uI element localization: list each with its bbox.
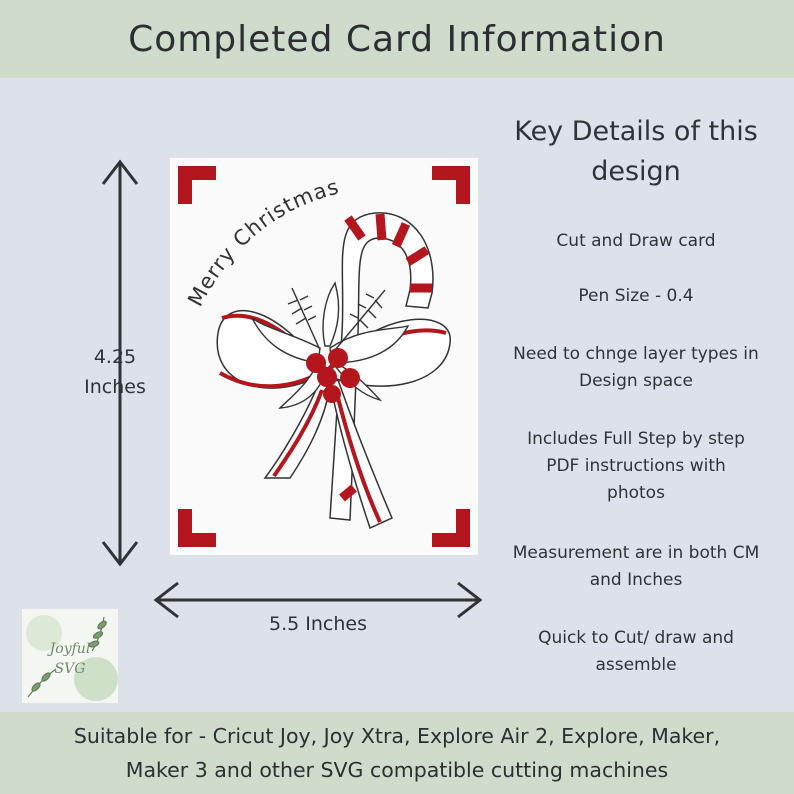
header-band: Completed Card Information	[0, 0, 794, 78]
holly-berries-icon	[306, 348, 360, 403]
detail-line: assemble	[595, 655, 677, 675]
detail-item: Cut and Draw card	[478, 228, 794, 255]
footer-line2: Maker 3 and other SVG compatible cutting…	[125, 758, 669, 782]
page-title: Completed Card Information	[128, 18, 666, 60]
width-arrow-icon	[153, 581, 483, 619]
detail-line: Design space	[579, 371, 693, 391]
ribbon-tail-right	[329, 379, 393, 530]
logo-text-line2: SVG	[54, 661, 86, 677]
details-heading-line2: design	[591, 156, 681, 187]
detail-line: photos	[607, 483, 665, 503]
detail-item: Need to chnge layer types in Design spac…	[478, 341, 794, 395]
ribbon-tail-left	[263, 378, 331, 479]
candy-cane-icon	[329, 212, 434, 521]
detail-line: Cut and Draw card	[556, 231, 716, 251]
detail-line: Quick to Cut/ draw and	[538, 628, 734, 648]
corner-bottom-right	[432, 509, 470, 547]
detail-item: Measurement are in both CM and Inches	[478, 540, 794, 594]
height-unit: Inches	[84, 376, 146, 398]
corner-bottom-left	[178, 509, 216, 547]
detail-line: and Inches	[589, 570, 683, 590]
detail-line: Includes Full Step by step	[527, 429, 745, 449]
brand-logo: Joyful SVG	[22, 609, 118, 703]
height-label: 4.25 Inches	[60, 342, 170, 402]
bow-right-loop	[327, 318, 451, 387]
corner-top-right	[432, 166, 470, 204]
corner-top-left	[178, 166, 216, 204]
footer-band: Suitable for - Cricut Joy, Joy Xtra, Exp…	[0, 712, 794, 794]
card-greeting-path: Merry Christmas	[183, 174, 341, 310]
details-heading: Key Details of this design	[478, 112, 794, 192]
height-value: 4.25	[93, 346, 137, 368]
details-heading-line1: Key Details of this	[514, 116, 758, 147]
card-illustration: Merry Christmas	[178, 166, 470, 547]
leaf-icon	[26, 615, 118, 701]
pine-sprig-icon	[287, 287, 386, 351]
detail-item: Pen Size - 0.4	[478, 283, 794, 310]
detail-line: Pen Size - 0.4	[578, 286, 694, 306]
logo-text-line1: Joyful	[49, 641, 91, 657]
card-greeting: Merry Christmas	[183, 174, 342, 310]
detail-line: PDF instructions with	[546, 456, 726, 476]
width-label: 5.5 Inches	[269, 613, 367, 635]
detail-item: Quick to Cut/ draw and assemble	[478, 625, 794, 679]
footer-line1: Suitable for - Cricut Joy, Joy Xtra, Exp…	[73, 724, 721, 748]
detail-item: Includes Full Step by step PDF instructi…	[478, 426, 794, 507]
height-arrow-icon	[101, 159, 139, 567]
detail-line: Need to chnge layer types in	[513, 344, 759, 364]
card-preview: Merry Christmas	[170, 158, 478, 555]
detail-line: Measurement are in both CM	[512, 543, 760, 563]
